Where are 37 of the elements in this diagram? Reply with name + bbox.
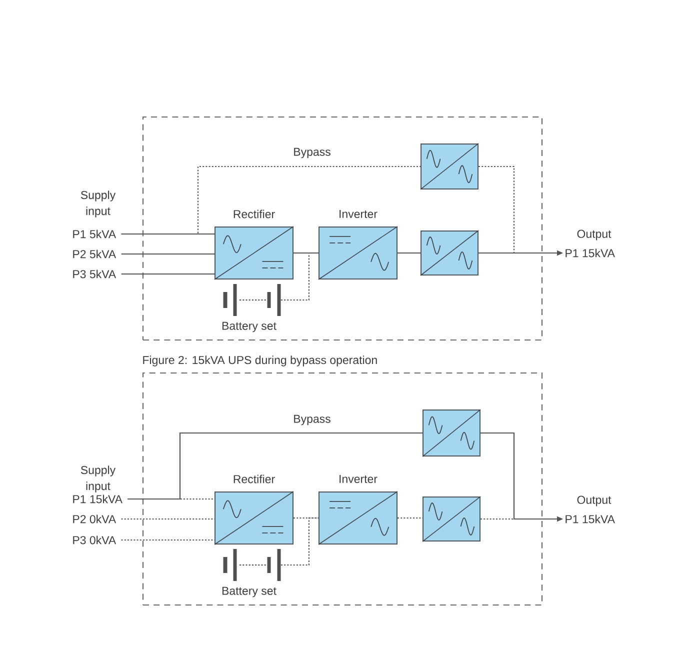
component-label: Battery set [222,322,276,332]
connector-line [121,273,214,275]
connector-line [294,517,318,519]
boundary-frame [142,116,543,341]
connector-line [121,539,214,541]
edge-label: Bypass [292,146,332,160]
converter-box [420,143,479,190]
connector-line [121,233,214,235]
component-label: Rectifier [234,210,275,218]
connector-line [128,432,422,500]
group-label: Supply input [80,466,116,492]
figure-caption: Figure 2: 15kVA UPS during bypass operation [143,356,377,366]
input-label: P3 0kVA [73,536,116,544]
input-label: P2 0kVA [73,514,116,524]
connector-line [398,252,420,254]
input-label: P1 5kVA [73,230,116,238]
input-label: P2 5kVA [73,250,116,258]
connector-line [398,517,422,519]
component-label: Inverter [340,210,378,218]
connector-line [280,517,318,566]
output-label: P1 15kVA [566,248,615,258]
component-label: Inverter [340,475,378,484]
edge-label: Bypass [292,413,332,427]
group-label: Supply input [80,190,116,218]
output-heading: Output [577,230,612,240]
connector-line [121,518,214,520]
converter-box [422,409,481,457]
output-label: P1 15kVA [566,514,615,524]
converter-box [420,230,479,276]
converter-box [422,496,481,542]
input-label: P3 5kVA [73,270,116,278]
connector-line [121,253,214,255]
connector-line [294,252,318,254]
output-heading: Output [577,496,612,506]
component-label: Rectifier [234,474,275,484]
component-label: Battery set [222,586,276,598]
input-label: P1 15kVA [73,494,122,504]
